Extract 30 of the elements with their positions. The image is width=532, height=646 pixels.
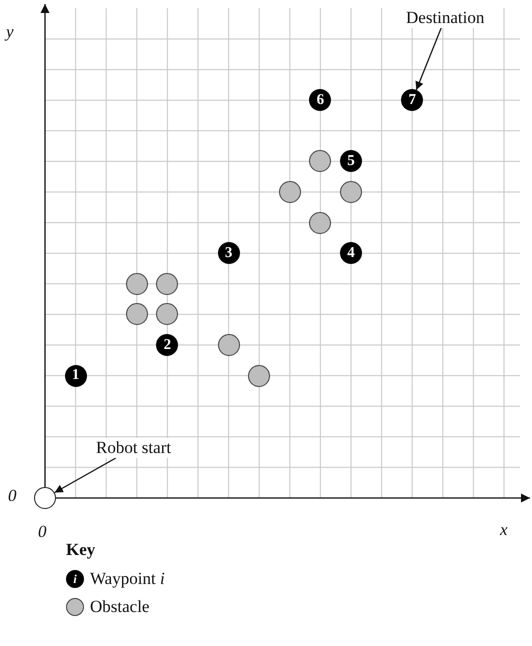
obstacle-circle xyxy=(278,181,301,203)
waypoint-marker: 7 xyxy=(401,89,424,112)
leader-line xyxy=(416,28,442,90)
obstacle-circle xyxy=(156,303,178,326)
leader-line xyxy=(54,457,116,494)
axis-label: 0 xyxy=(38,522,46,542)
obstacle-circle xyxy=(126,303,148,326)
obstacle-circle xyxy=(126,272,148,295)
legend-text: Obstacle xyxy=(90,597,150,617)
obstacle-circle xyxy=(156,272,178,295)
obstacle-circle xyxy=(218,334,240,356)
waypoint-marker: 6 xyxy=(309,89,332,112)
axis-label: 0 xyxy=(8,486,16,506)
annotation-label: Robot start xyxy=(94,438,174,458)
start-circle xyxy=(34,487,56,509)
annotation-label: Destination xyxy=(404,8,486,28)
waypoint-marker: 2 xyxy=(156,334,178,356)
obstacle-circle xyxy=(340,181,362,203)
obstacle-circle xyxy=(309,212,332,234)
legend-text: Waypoint i xyxy=(90,569,165,589)
axis-label: y xyxy=(6,22,14,42)
waypoint-marker: 5 xyxy=(340,150,362,172)
waypoint-marker: 4 xyxy=(340,242,362,264)
waypoint-symbol: i xyxy=(66,570,84,588)
waypoint-marker: 3 xyxy=(218,242,240,264)
legend-title: Key xyxy=(66,540,96,560)
axis-label: x xyxy=(500,520,508,540)
obstacle-circle xyxy=(309,150,332,172)
waypoint-marker: 1 xyxy=(64,364,87,387)
obstacle-circle xyxy=(248,364,270,387)
